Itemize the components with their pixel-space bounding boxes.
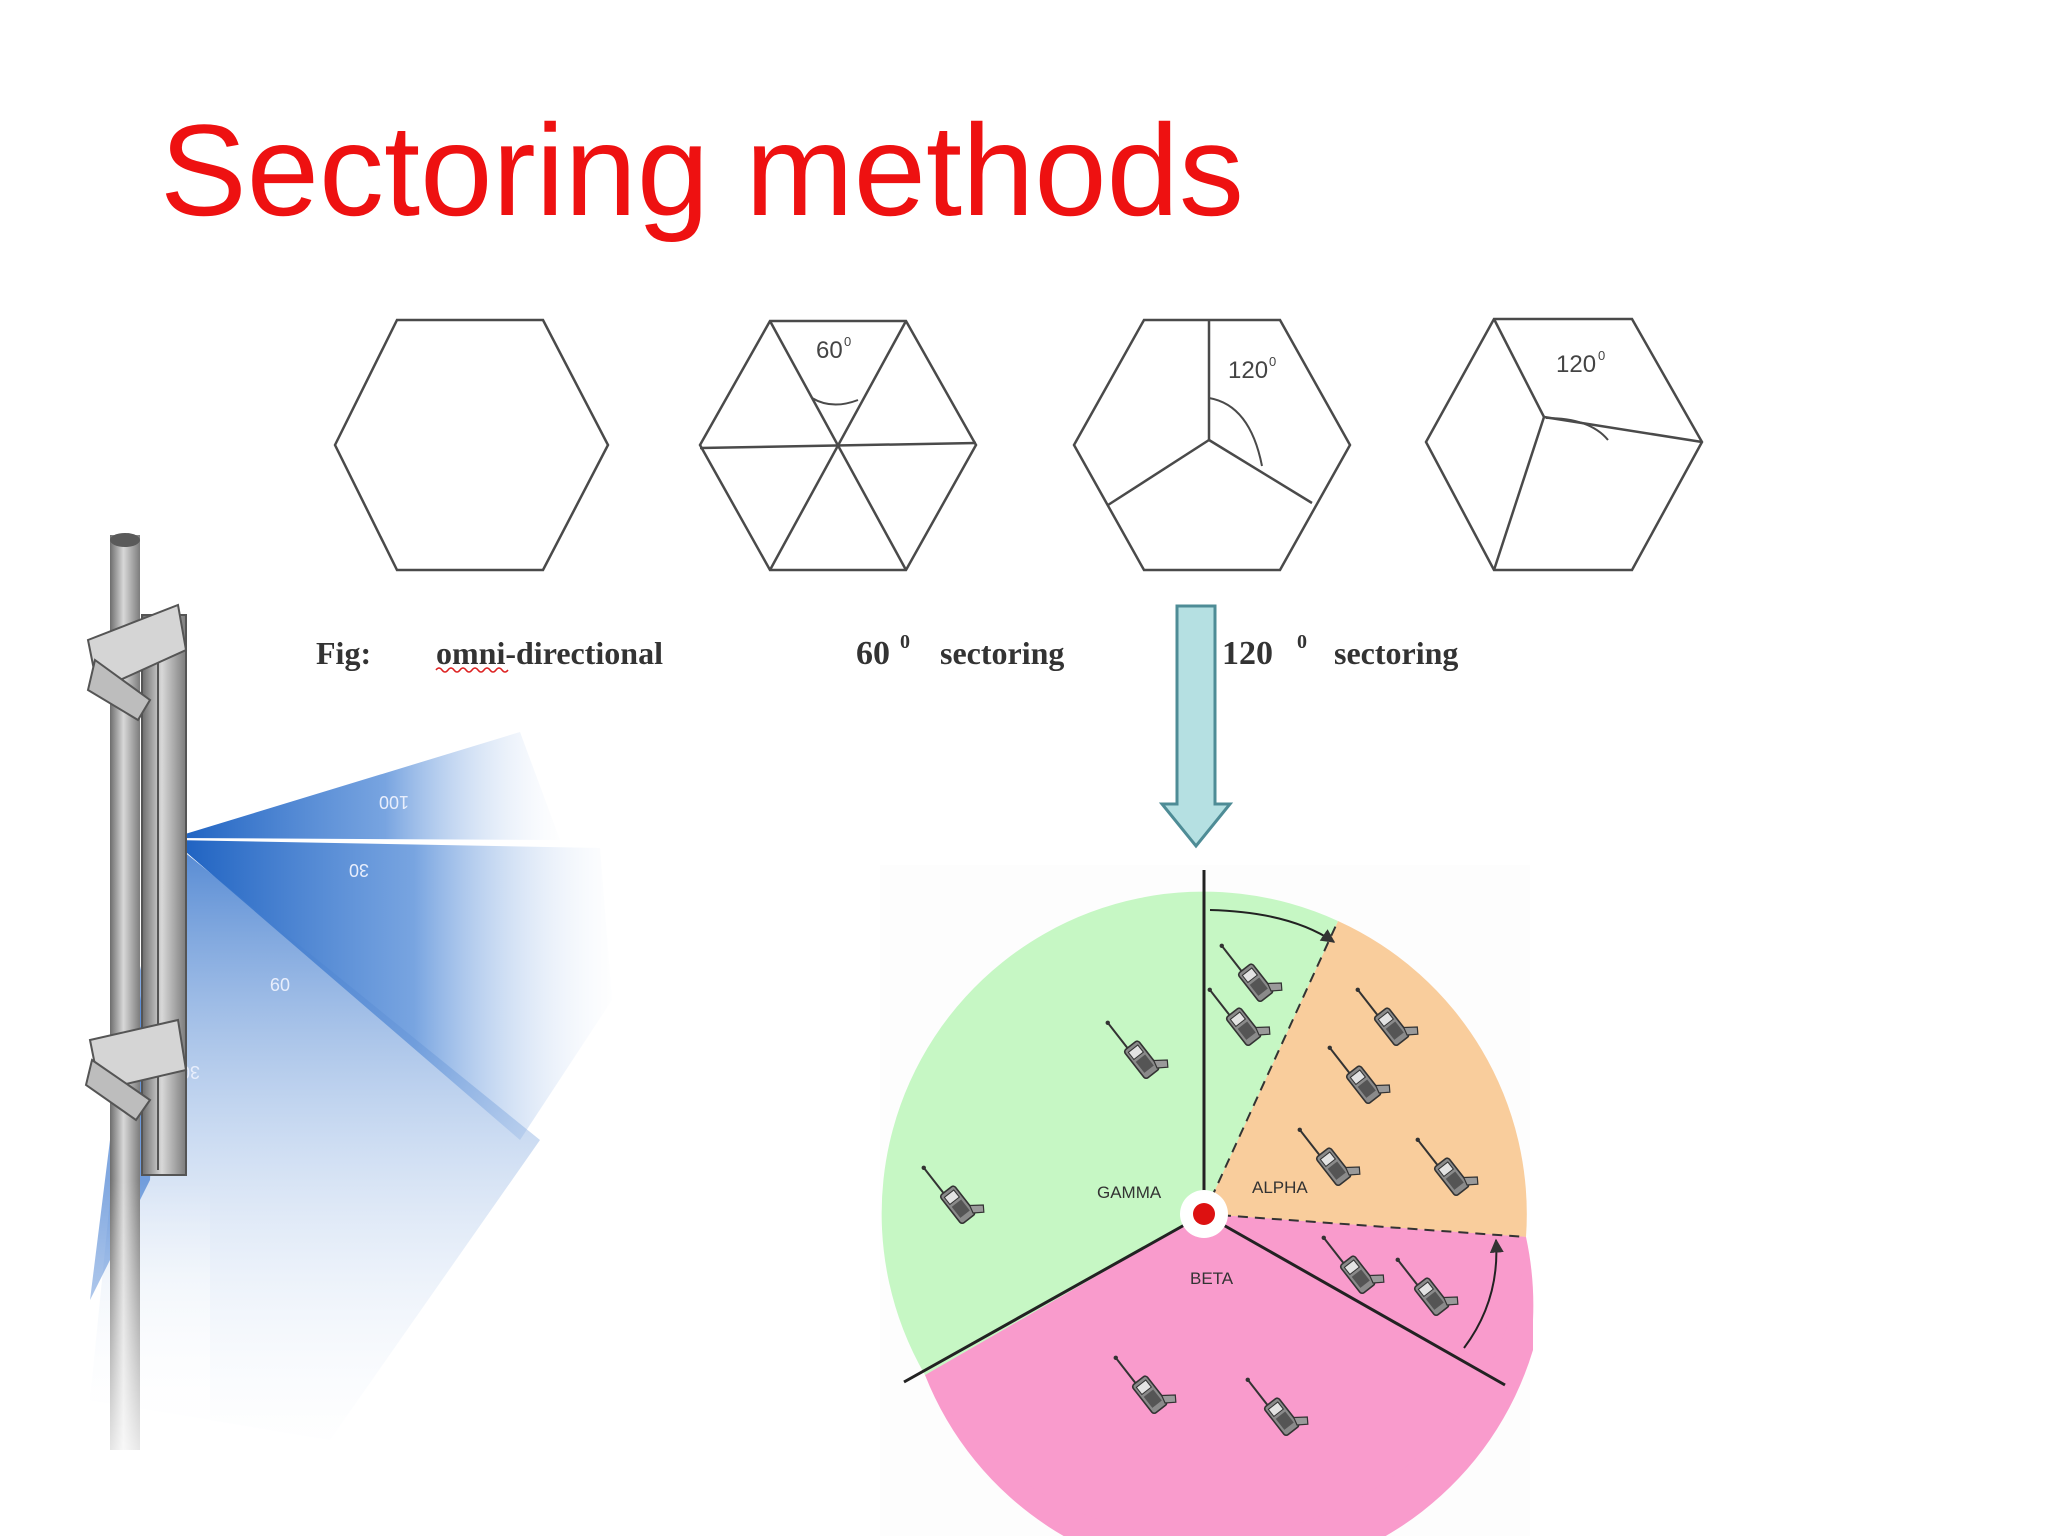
hex120a-divider-3 <box>1107 438 1210 507</box>
mobile-phone-icon <box>1321 1235 1385 1295</box>
hexagon-60-sectoring: 60 0 <box>698 319 978 572</box>
hex120b-degree-mark: 0 <box>1598 348 1605 363</box>
sector-label-alpha: ALPHA <box>1252 1178 1308 1197</box>
spellcheck-squiggle <box>435 667 509 673</box>
caption-fig: Fig: <box>316 635 371 671</box>
down-arrow <box>1158 604 1234 849</box>
hex120a-angle-label: 120 <box>1228 357 1268 384</box>
hexagon-omni-outline <box>333 318 610 572</box>
bracket-bottom-2 <box>84 1058 152 1122</box>
mobile-phone-icon <box>1327 1045 1391 1105</box>
beam-middle <box>172 840 612 1140</box>
caption-120-word: sectoring <box>1334 635 1458 671</box>
hex120b-divider-1 <box>1492 318 1546 418</box>
caption-60-number: 60 <box>856 635 890 672</box>
mobile-phone-icon <box>1245 1377 1309 1437</box>
hexagon-120a-outline <box>1072 318 1352 572</box>
boundary-southwest <box>903 1212 1205 1384</box>
pole-fade <box>70 1180 210 1460</box>
hex120b-angle-arc <box>1545 417 1609 441</box>
hex120a-degree-mark: 0 <box>1269 354 1276 369</box>
hex120b-divider-3 <box>1492 416 1546 571</box>
beam-label-1: 100 <box>379 792 409 812</box>
slide-title: Sectoring methods <box>160 97 1244 243</box>
mobile-phone-icon <box>1415 1137 1479 1197</box>
caption-60-word: sectoring <box>940 635 1064 671</box>
hexagon-omni <box>333 318 610 572</box>
boundary-dashed-alpha-1 <box>1203 920 1339 1215</box>
hex60-angle-arc <box>811 397 859 406</box>
hexagon-120-sectoring-a: 120 0 <box>1072 318 1352 572</box>
beam-label-3: 09 <box>270 974 290 994</box>
hex120a-angle-arc <box>1208 397 1263 467</box>
beam-label-2: 30 <box>349 860 369 880</box>
hex60-divider-3 <box>699 441 977 450</box>
mobile-phone-icon <box>921 1165 985 1225</box>
mobile-phone-icon <box>1297 1127 1361 1187</box>
sector-label-gamma: GAMMA <box>1097 1183 1162 1202</box>
mobile-phone-icon <box>1105 1020 1169 1080</box>
antenna-panel <box>141 614 187 1176</box>
bracket-top-2 <box>86 658 152 722</box>
caption-120-number: 120 <box>1222 635 1273 672</box>
pole-top <box>110 533 140 547</box>
antenna-illustration: 100 30 09 30 <box>70 533 612 1460</box>
mobile-phone-icon <box>1355 987 1419 1047</box>
sector-label-beta: BETA <box>1190 1269 1234 1288</box>
sector-gamma <box>881 891 1338 1375</box>
hex120a-divider-2 <box>1208 438 1313 505</box>
mobile-phone-icon <box>1113 1355 1177 1415</box>
mobile-phone-icon <box>1395 1257 1459 1317</box>
sectored-cell: GAMMA ALPHA BETA <box>880 865 1534 1536</box>
boundary-southeast <box>1203 1212 1506 1387</box>
hex120b-divider-2 <box>1543 415 1703 444</box>
figure-caption: Fig: omni-directional 60 0 sectoring 120… <box>316 631 1458 673</box>
base-station <box>1193 1203 1215 1225</box>
caption-60-sup: 0 <box>900 631 910 653</box>
hex60-degree-mark: 0 <box>844 334 851 349</box>
beam-upper <box>172 732 560 840</box>
hexagon-120-sectoring-b: 120 0 <box>1424 317 1704 572</box>
sector-beta-fill <box>925 1214 1526 1536</box>
rotation-arc-top <box>1209 909 1336 943</box>
rotation-arc-right <box>1463 1238 1504 1349</box>
caption-omni: omni-directional <box>436 635 663 671</box>
mobile-phone-icon <box>1219 943 1283 1003</box>
hex120b-angle-label: 120 <box>1556 351 1596 378</box>
boundary-dashed-alpha-2 <box>1203 1213 1527 1238</box>
hex60-angle-label: 60 <box>816 337 843 364</box>
caption-120-sup: 0 <box>1297 631 1307 653</box>
mobile-phone-icon <box>1207 987 1271 1047</box>
